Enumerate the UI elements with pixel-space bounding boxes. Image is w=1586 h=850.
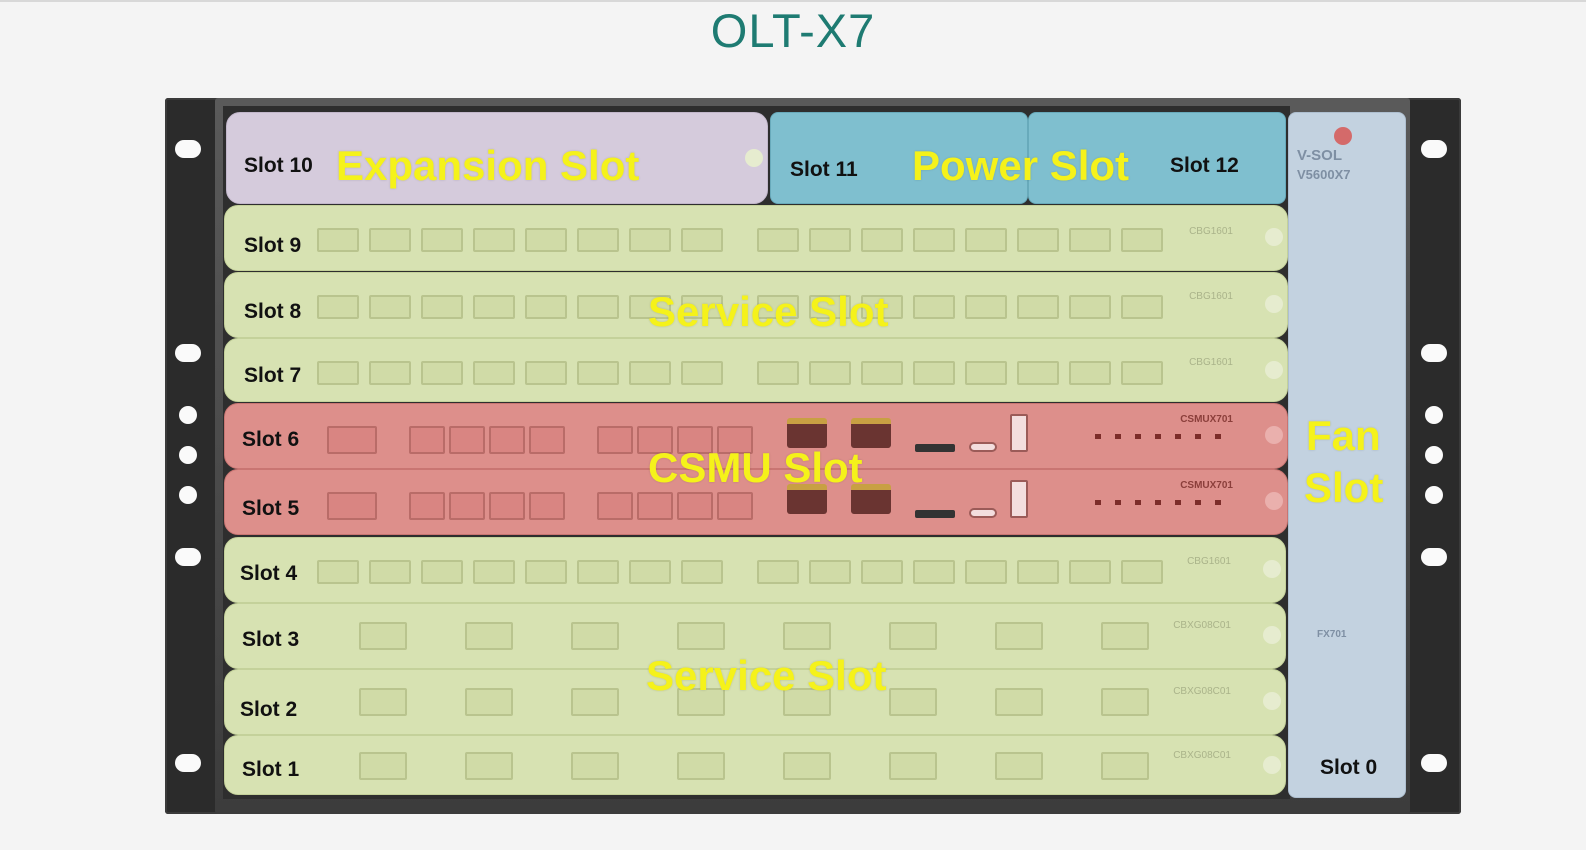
card-model: CBG1601 [1189,357,1233,368]
service-slot-3-card[interactable]: CBXG08C01 [224,603,1286,669]
card-model: CSMUX701 [1180,480,1233,491]
card-knob [1265,295,1283,313]
fan-slot-label-line2: Slot [1304,464,1384,511]
mount-hole [1421,140,1447,158]
card-knob [1265,492,1283,510]
slot-3-label: Slot 3 [242,628,300,651]
csmu-slot-6-card[interactable]: CSMUX701 [224,403,1288,469]
expansion-slot-label: Expansion Slot [336,142,640,189]
card-model: CBG1601 [1189,291,1233,302]
console-port [851,418,891,448]
micro-sd-slot [915,510,955,518]
fan-slot-label-line1: Fan [1306,412,1381,459]
usb-port [1010,414,1028,452]
micro-sd-slot [915,444,955,452]
mount-hole [175,140,201,158]
usb-port [1010,480,1028,518]
power-slot-12-card[interactable] [1028,112,1286,204]
card-model: CBXG08C01 [1173,620,1231,631]
card-knob [1263,626,1281,644]
card-model: CBXG08C01 [1173,686,1231,697]
mount-hole [175,344,201,362]
expansion-slot-card[interactable] [226,112,768,204]
card-model: CBG1601 [1189,226,1233,237]
top-divider [0,0,1586,2]
usb-com-port [969,508,997,518]
slot-7-label: Slot 7 [244,364,302,387]
mount-hole [1425,486,1443,504]
card-knob [1265,361,1283,379]
card-knob [1265,426,1283,444]
card-knob [1263,692,1281,710]
aux-port [787,418,827,448]
card-knob [1263,560,1281,578]
card-model: CSMUX701 [1180,414,1233,425]
mount-hole [1421,344,1447,362]
service-slot-7-card[interactable]: CBG1601 [224,338,1288,402]
service-slot-4-card[interactable]: CBG1601 [224,537,1286,603]
card-model: CBXG08C01 [1173,750,1231,761]
card-knob [745,149,763,167]
power-slot-label: Power Slot [912,142,1130,189]
slot-0-label: Slot 0 [1320,756,1378,779]
service-slot-top-label: Service Slot [648,288,889,335]
slot-5-label: Slot 5 [242,497,300,520]
rack-ear-left [165,98,223,814]
service-slot-2-card[interactable]: CBXG08C01 [224,669,1286,735]
mount-hole [179,406,197,424]
slot-1-label: Slot 1 [242,758,300,781]
slot-6-label: Slot 6 [242,428,300,451]
card-knob [1263,756,1281,774]
service-slot-8-card[interactable]: CBG1601 [224,272,1288,338]
mount-hole [1421,754,1447,772]
mount-hole [1421,548,1447,566]
slot-10-label: Slot 10 [244,154,313,177]
mount-hole [179,446,197,464]
csmu-slot-label: CSMU Slot [648,444,863,491]
slot-4-label: Slot 4 [240,562,298,585]
power-slot-11-card[interactable] [770,112,1028,204]
mount-hole [179,486,197,504]
card-model: CBG1601 [1187,556,1231,567]
rack-ear-right [1403,98,1461,814]
vendor-name: V-SOL [1297,147,1343,164]
slot-8-label: Slot 8 [244,300,302,323]
vendor-logo-icon [1334,127,1352,145]
card-model: FX701 [1317,629,1347,640]
mount-hole [1425,406,1443,424]
device-model: V5600X7 [1297,167,1351,182]
console-port [851,484,891,514]
slot-2-label: Slot 2 [240,698,298,721]
mount-hole [1425,446,1443,464]
aux-port [787,484,827,514]
device-title: OLT-X7 [710,4,876,57]
slot-11-label: Slot 11 [790,158,858,181]
slot-9-label: Slot 9 [244,234,302,257]
usb-com-port [969,442,997,452]
service-slot-9-card[interactable]: CBG1601 [224,205,1288,271]
mount-hole [175,754,201,772]
card-knob [1265,228,1283,246]
mount-hole [175,548,201,566]
fan-slot-card[interactable]: V-SOL V5600X7 FX701 [1288,112,1406,798]
service-slot-bottom-label: Service Slot [646,652,887,699]
slot-12-label: Slot 12 [1170,154,1239,177]
csmu-slot-5-card[interactable]: CSMUX701 [224,469,1288,535]
service-slot-1-card[interactable]: CBXG08C01 [224,735,1286,795]
